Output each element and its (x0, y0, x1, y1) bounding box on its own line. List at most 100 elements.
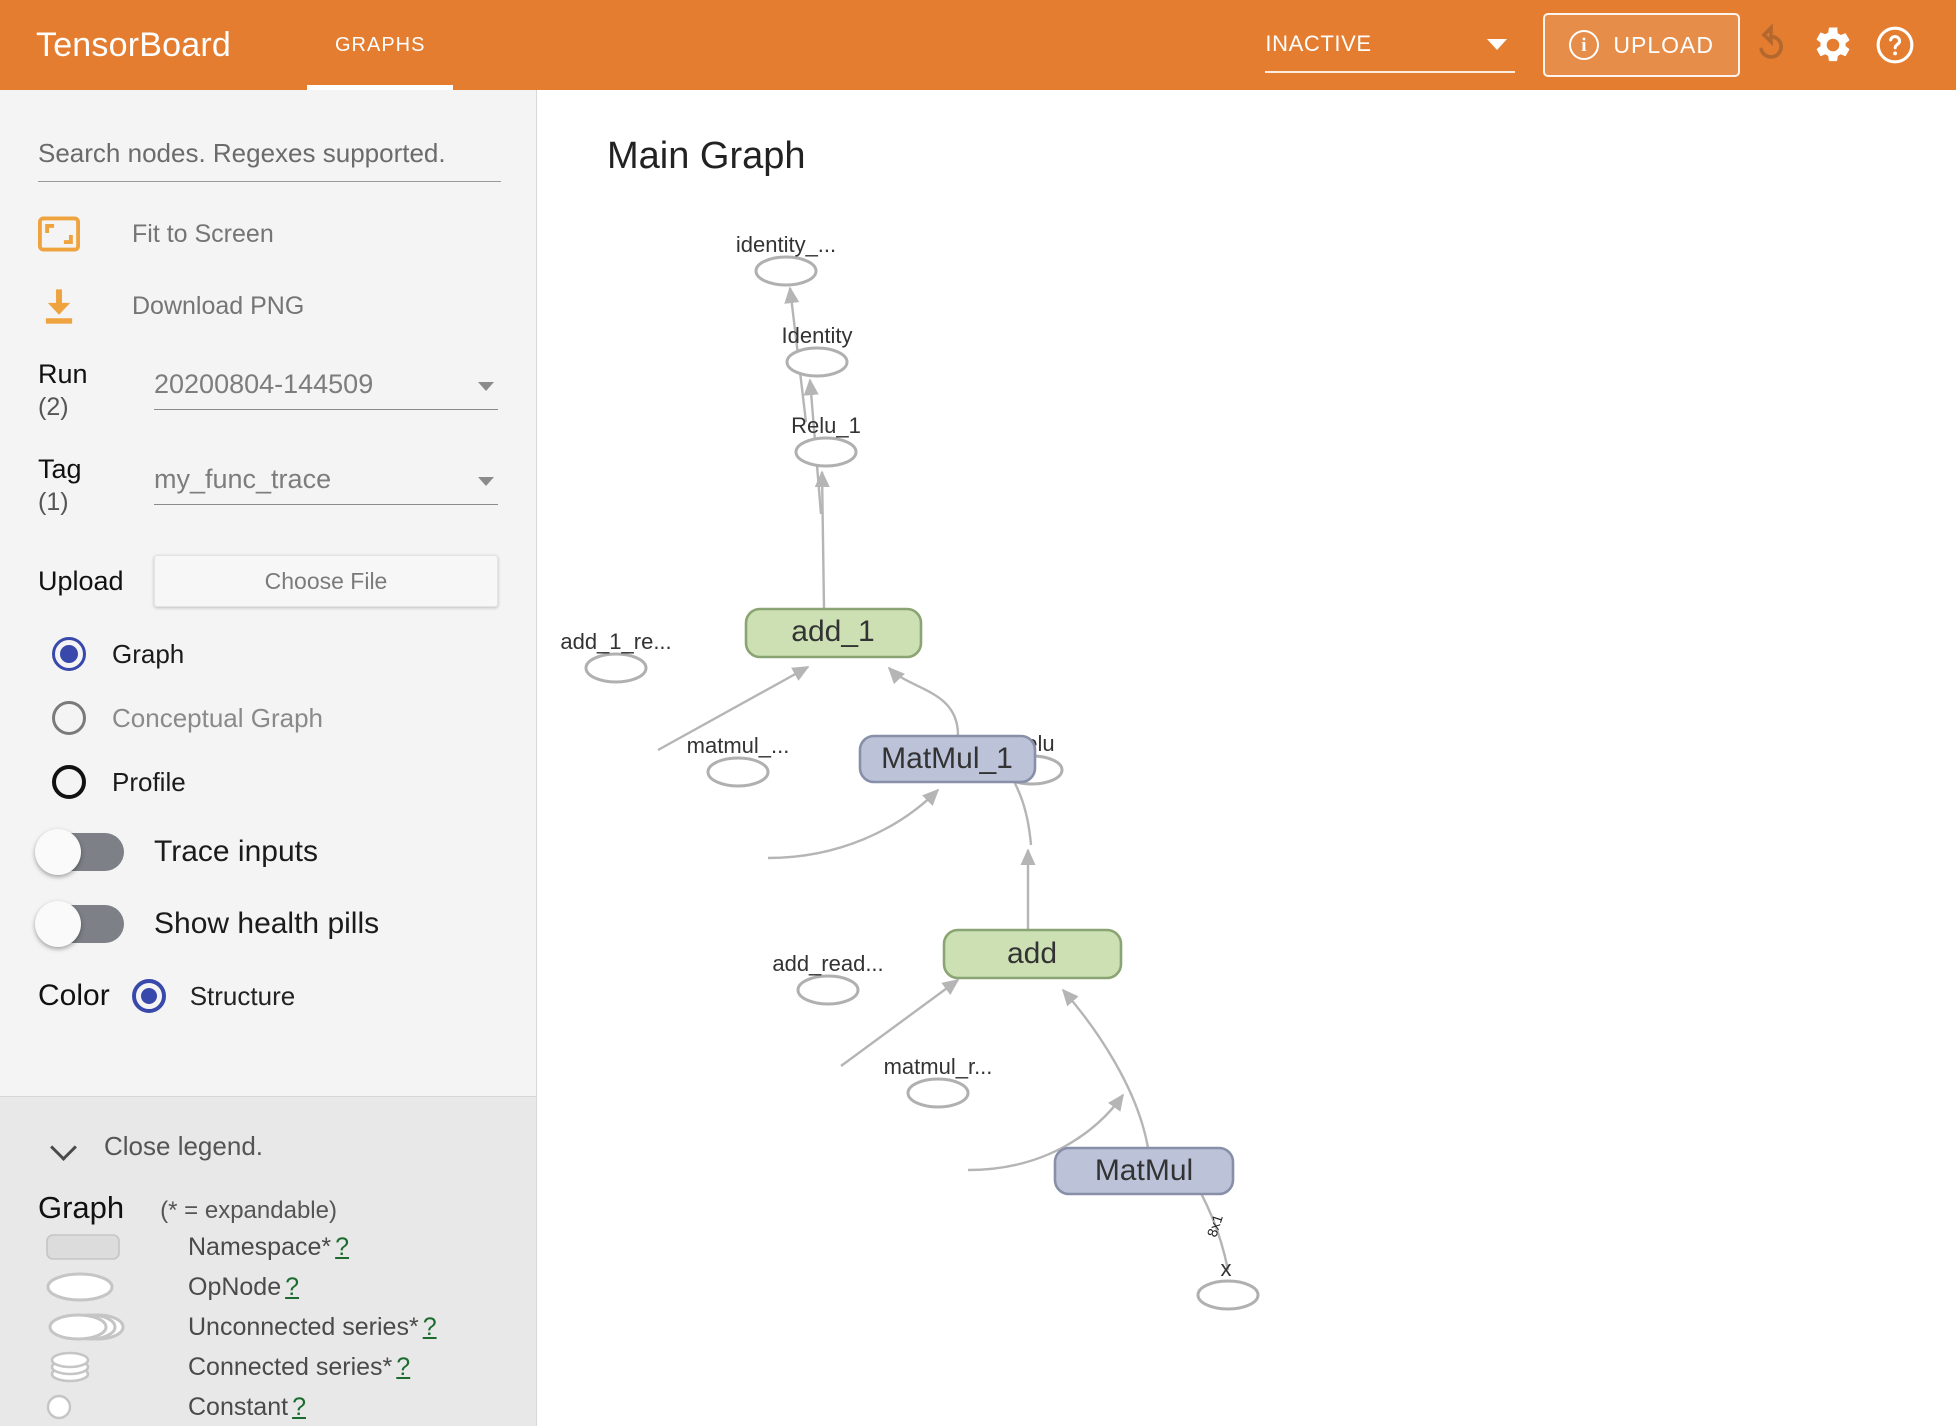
fit-to-screen-label: Fit to Screen (132, 219, 274, 248)
radio-conceptual-graph-indicator (52, 701, 86, 736)
node-matmul-label: MatMul (1095, 1154, 1193, 1187)
download-icon (38, 286, 96, 326)
download-png-button[interactable]: Download PNG (38, 286, 498, 326)
edge-matmul-to-add (1061, 988, 1150, 1149)
chevron-down-icon (52, 1134, 78, 1160)
legend-item-unconnected-series-label: Unconnected series* (188, 1312, 419, 1341)
graph-edge-labels: 8x1 (1204, 1212, 1226, 1239)
node-add[interactable]: add (942, 928, 1123, 980)
search-input[interactable] (38, 138, 501, 182)
legend-item-constant-label: Constant (188, 1392, 289, 1421)
edge-matmulread-to-matmul1 (767, 788, 940, 860)
connected-series-shape-icon (38, 1350, 146, 1384)
main-area: Fit to Screen Download PNG Run (2) (0, 90, 1956, 1426)
node-identity-out-label: identity_... (736, 232, 836, 257)
color-row: Color Structure (38, 979, 498, 1039)
legend-item-namespace: Namespace*? (38, 1228, 498, 1266)
legend-item-opnode: OpNode? (38, 1268, 498, 1306)
run-label: Run (38, 359, 88, 389)
toggle-trace-inputs-label: Trace inputs (154, 835, 318, 869)
nav-tabs: GRAPHS (306, 0, 454, 90)
unconnected-series-shape-icon (38, 1311, 146, 1343)
legend-item-namespace-label: Namespace* (188, 1232, 332, 1261)
node-add-1[interactable]: add_1 (744, 607, 923, 659)
run-select-value: 20200804-144509 (154, 369, 374, 399)
reload-state-label: INACTIVE (1265, 31, 1372, 56)
node-add-label: add (1007, 937, 1057, 970)
choose-file-button[interactable]: Choose File (154, 555, 498, 608)
namespace-shape-icon (38, 1232, 146, 1262)
node-identity-out[interactable]: identity_... (736, 232, 836, 287)
legend-subheading: (* = expandable) (160, 1197, 337, 1224)
upload-button[interactable]: i UPLOAD (1543, 13, 1740, 77)
node-add-readvariableop[interactable]: add_read... (772, 951, 884, 1006)
run-label-group: Run (2) (38, 360, 154, 421)
toggle-show-health-pills-label: Show health pills (154, 907, 380, 941)
legend-heading-row: Graph (* = expandable) (38, 1190, 498, 1226)
help-link[interactable]: ? (285, 1272, 300, 1301)
settings-icon[interactable] (1802, 14, 1864, 76)
graph-title: Main Graph (607, 135, 806, 177)
radio-structure-indicator[interactable] (131, 979, 166, 1014)
close-legend-button[interactable]: Close legend. (38, 1131, 498, 1162)
node-matmul-1-label: MatMul_1 (881, 742, 1013, 775)
node-add-1-label: add_1 (791, 615, 874, 648)
legend-heading: Graph (38, 1190, 125, 1225)
search-row (38, 90, 501, 182)
info-icon: i (1569, 30, 1600, 60)
node-matmul-readvariableop-label: matmul_... (687, 733, 790, 758)
node-x[interactable]: x (1196, 1256, 1260, 1311)
help-icon[interactable] (1864, 14, 1926, 76)
chevron-down-icon (478, 382, 494, 391)
download-png-label: Download PNG (132, 291, 305, 320)
graph-svg: 8x1 identity_... Identity Relu_1 (560, 232, 1260, 1311)
legend-item-opnode-label: OpNode (188, 1272, 282, 1301)
radio-graph[interactable]: Graph (38, 637, 498, 672)
refresh-icon[interactable] (1740, 14, 1802, 76)
choose-file-label: Choose File (264, 567, 388, 594)
close-legend-label: Close legend. (104, 1131, 263, 1161)
node-relu-1[interactable]: Relu_1 (791, 413, 861, 468)
run-select[interactable]: 20200804-144509 (154, 360, 498, 410)
node-identity[interactable]: Identity (782, 323, 853, 378)
node-matmul-readvariableop[interactable]: matmul_... (687, 733, 790, 788)
help-link[interactable]: ? (292, 1392, 306, 1421)
node-matmul[interactable]: MatMul (1053, 1146, 1235, 1196)
help-link[interactable]: ? (422, 1312, 437, 1341)
tag-select[interactable]: my_func_trace (154, 455, 498, 505)
color-label: Color (38, 979, 110, 1013)
node-matmul-1[interactable]: MatMul_1 (858, 734, 1037, 784)
graph-canvas[interactable]: Main Graph 8 (538, 90, 1956, 1426)
radio-graph-label: Graph (112, 638, 185, 669)
graph-edges (657, 286, 1230, 1271)
legend-item-connected-series-label: Connected series* (188, 1352, 393, 1381)
radio-graph-indicator (52, 637, 86, 672)
legend-item-connected-series: Connected series*? (38, 1348, 498, 1386)
radio-profile-label: Profile (112, 766, 186, 797)
left-sidebar: Fit to Screen Download PNG Run (2) (0, 90, 537, 1426)
reload-state-select[interactable]: INACTIVE (1265, 17, 1516, 73)
chevron-down-icon (1487, 38, 1508, 50)
fit-to-screen-button[interactable]: Fit to Screen (38, 216, 498, 252)
help-link[interactable]: ? (335, 1232, 350, 1261)
help-link[interactable]: ? (396, 1352, 411, 1381)
upload-label: Upload (38, 565, 124, 596)
toggle-trace-inputs-switch (35, 829, 124, 876)
node-add-1-readvariableop[interactable]: add_1_re... (560, 629, 672, 684)
constant-shape-icon (38, 1392, 146, 1422)
legend-panel: Close legend. Graph (* = expandable) Nam… (0, 1096, 536, 1426)
node-matmul-r[interactable]: matmul_r... (884, 1054, 993, 1109)
radio-profile[interactable]: Profile (38, 765, 498, 800)
toggle-show-health-pills-switch (35, 901, 124, 948)
fit-to-screen-icon (38, 216, 96, 252)
edge-addread-to-add (840, 979, 960, 1067)
radio-profile-indicator (52, 765, 86, 800)
upload-button-label: UPLOAD (1613, 31, 1714, 58)
radio-conceptual-graph[interactable]: Conceptual Graph (38, 701, 498, 736)
toggle-show-health-pills[interactable]: Show health pills (35, 901, 498, 948)
toggle-trace-inputs[interactable]: Trace inputs (35, 829, 498, 876)
node-add-1-readvariableop-label: add_1_re... (560, 629, 671, 654)
tab-graphs[interactable]: GRAPHS (306, 0, 454, 90)
edge-add1read-to-add1 (657, 665, 810, 752)
chevron-down-icon (478, 476, 494, 486)
